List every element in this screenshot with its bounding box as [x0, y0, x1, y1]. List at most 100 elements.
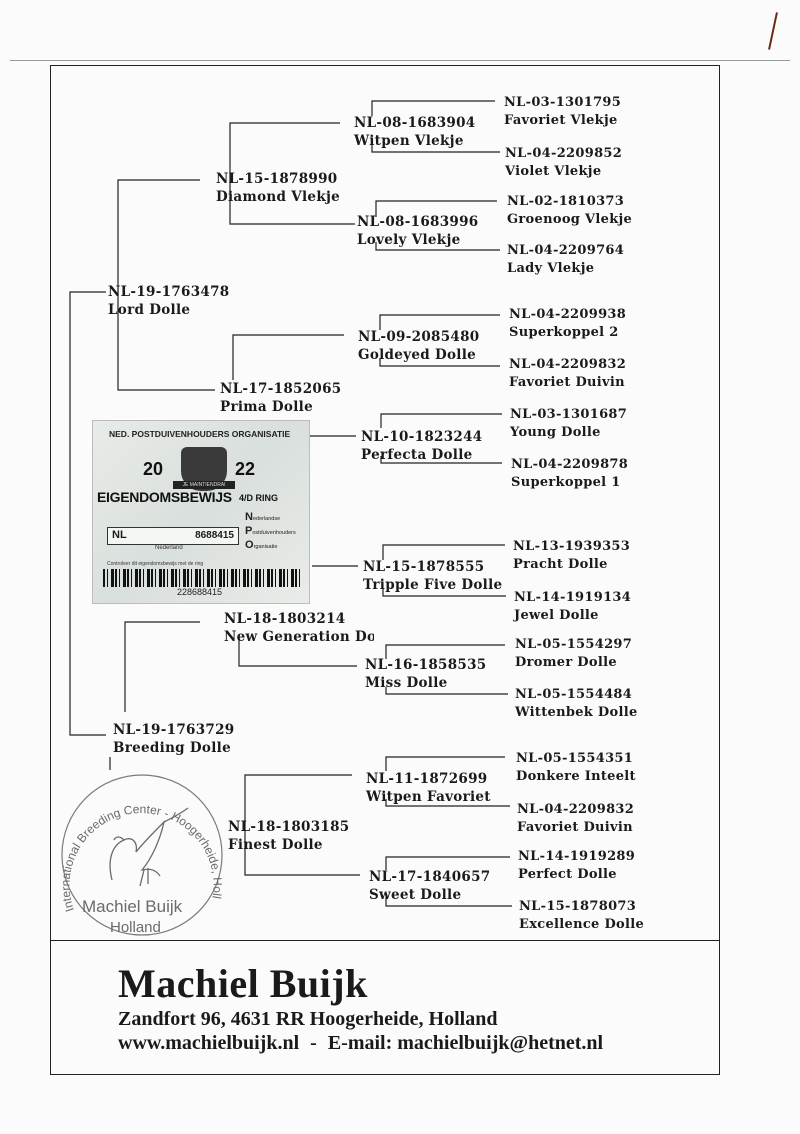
ownership-certificate: NED. POSTDUIVENHOUDERS ORGANISATIE 20 JE…: [92, 420, 310, 604]
bird-name: Lady Vlekje: [507, 261, 595, 276]
bird-name: Perfecta Dolle: [361, 447, 473, 463]
bird-name: Superkoppel 1: [511, 475, 621, 490]
bird-ring: NL-03-1301795: [504, 95, 622, 110]
bird-dam: NL-19-1763729 Breeding Dolle: [113, 721, 234, 757]
bird-ring: NL-14-1919134: [514, 590, 632, 605]
footer-website[interactable]: www.machielbuijk.nl: [118, 1032, 300, 1054]
footer-separator: -: [310, 1032, 317, 1054]
bird-mpmp: NL-05-1554297 Dromer Dolle: [515, 636, 632, 672]
bird-ring: NL-17-1840657: [369, 869, 491, 885]
footer-contact: www.machielbuijk.nl - E-mail: machielbui…: [118, 1032, 603, 1055]
cert-org: NED. POSTDUIVENHOUDERS ORGANISATIE: [109, 429, 291, 439]
bird-pmmm: NL-04-2209878 Superkoppel 1: [511, 456, 628, 492]
cert-ring-box: NL 8688415: [107, 527, 239, 545]
bird-mpm: NL-16-1858535 Miss Dolle: [365, 656, 486, 692]
bird-name: Jewel Dolle: [514, 608, 599, 623]
bird-name: New Generation Doll: [224, 629, 374, 645]
pedigree-frame: [50, 65, 720, 1075]
bird-mmmm: NL-15-1878073 Excellence Dolle: [519, 898, 644, 934]
pigeon-icon: [109, 807, 189, 887]
footer-divider: [50, 940, 720, 941]
cert-barcode-number: 228688415: [177, 587, 223, 597]
stamp-ring-textpath: International Breeding Center - Hoogerhe…: [52, 760, 225, 914]
bird-mpp: NL-15-1878555 Tripple Five Dolle: [363, 558, 502, 594]
bird-name: Dromer Dolle: [515, 655, 617, 670]
bird-ppp: NL-08-1683904 Witpen Vlekje: [354, 114, 475, 150]
bird-pmmp: NL-03-1301687 Young Dolle: [510, 406, 627, 442]
stamp-center-country: Holland: [110, 919, 161, 936]
bird-ring: NL-05-1554484: [515, 687, 633, 702]
bird-mmm: NL-17-1840657 Sweet Dolle: [369, 868, 490, 904]
footer-address: Zandfort 96, 4631 RR Hoogerheide, Hollan…: [118, 1008, 498, 1030]
bird-mppm: NL-14-1919134 Jewel Dolle: [514, 589, 631, 625]
bird-name: Favoriet Duivin: [517, 820, 633, 835]
bird-ring: NL-04-2209938: [509, 307, 627, 322]
bird-name: Goldeyed Dolle: [358, 347, 477, 363]
bird-ring: NL-16-1858535: [365, 657, 487, 673]
bird-name: Young Dolle: [510, 425, 601, 440]
bird-ppmm: NL-04-2209764 Lady Vlekje: [507, 242, 624, 278]
cert-letter-n: N: [245, 511, 253, 523]
bird-name: Wittenbek Dolle: [515, 705, 638, 720]
bird-pp: NL-15-1878990 Diamond Vlekje: [216, 170, 340, 206]
bird-mmpp: NL-05-1554351 Donkere Inteelt: [516, 750, 636, 786]
bird-ring: NL-09-2085480: [358, 329, 480, 345]
bird-name: Donkere Inteelt: [516, 769, 636, 784]
bird-mmmp: NL-14-1919289 Perfect Dolle: [518, 848, 635, 884]
bird-name: Witpen Vlekje: [354, 133, 464, 149]
bird-ring: NL-17-1852065: [220, 381, 342, 397]
bird-ring: NL-13-1939353: [513, 539, 631, 554]
barcode-icon: [103, 569, 301, 587]
bird-pppp: NL-03-1301795 Favoriet Vlekje: [504, 94, 621, 130]
bird-mmp: NL-11-1872699 Witpen Favoriet: [366, 770, 491, 806]
bird-ring: NL-03-1301687: [510, 407, 628, 422]
bird-ring: NL-04-2209878: [511, 457, 629, 472]
cert-country-code: NL: [112, 529, 127, 541]
bird-ring: NL-04-2209832: [509, 357, 627, 372]
footer-email[interactable]: machielbuijk@hetnet.nl: [397, 1032, 604, 1054]
bird-ring: NL-08-1683996: [357, 214, 479, 230]
bird-name: Finest Dolle: [228, 837, 323, 853]
bird-name: Witpen Favoriet: [366, 789, 491, 805]
bird-pmpm: NL-04-2209832 Favoriet Duivin: [509, 356, 626, 392]
bird-name: Lord Dolle: [108, 302, 191, 318]
cert-letter-o: O: [245, 539, 254, 551]
bird-ring: NL-10-1823244: [361, 429, 483, 445]
footer-breeder-name: Machiel Buijk: [118, 961, 368, 1006]
bird-pmpp: NL-04-2209938 Superkoppel 2: [509, 306, 626, 342]
bird-ring: NL-19-1763729: [113, 722, 235, 738]
bird-ring: NL-18-1803214: [224, 611, 346, 627]
bird-name: Breeding Dolle: [113, 740, 231, 756]
bird-pmp: NL-09-2085480 Goldeyed Dolle: [358, 328, 479, 364]
bird-ring: NL-11-1872699: [366, 771, 488, 787]
bird-sire: NL-19-1763478 Lord Dolle: [108, 283, 229, 319]
bird-pm: NL-17-1852065 Prima Dolle: [220, 380, 341, 416]
bird-ring: NL-04-2209764: [507, 243, 625, 258]
bird-ring: NL-15-1878073: [519, 899, 637, 914]
bird-name: Perfect Dolle: [518, 867, 617, 882]
cert-letter-p: P: [245, 525, 253, 537]
bird-ppm: NL-08-1683996 Lovely Vlekje: [357, 213, 478, 249]
bird-mp: NL-18-1803214 New Generation Doll: [224, 610, 374, 646]
cert-letter-p-text: ostduivenhouders: [252, 530, 296, 536]
bird-ring: NL-05-1554351: [516, 751, 634, 766]
bird-ring: NL-05-1554297: [515, 637, 633, 652]
bird-ppmp: NL-02-1810373 Groenoog Vlekje: [507, 193, 632, 229]
bird-ring: NL-04-2209832: [517, 802, 635, 817]
cert-crest-band: JE MAINTIENDRAI: [173, 481, 235, 489]
bird-mpmm: NL-05-1554484 Wittenbek Dolle: [515, 686, 638, 722]
cert-npo-letters: Nederlandse Postduivenhouders Organisati…: [245, 511, 307, 553]
page-top-rule: [10, 60, 790, 61]
bird-name: Pracht Dolle: [513, 557, 608, 572]
cert-title: EIGENDOMSBEWIJS: [97, 489, 232, 505]
bird-name: Prima Dolle: [220, 399, 313, 415]
bird-name: Diamond Vlekje: [216, 189, 341, 205]
bird-name: Excellence Dolle: [519, 917, 645, 932]
bird-name: Superkoppel 2: [509, 325, 619, 340]
cert-country: Nederland: [155, 545, 183, 551]
bird-mppp: NL-13-1939353 Pracht Dolle: [513, 538, 630, 574]
bird-ring: NL-15-1878555: [363, 559, 485, 575]
bird-name: Violet Vlekje: [505, 164, 602, 179]
cert-letter-n-text: ederlandse: [252, 516, 281, 522]
